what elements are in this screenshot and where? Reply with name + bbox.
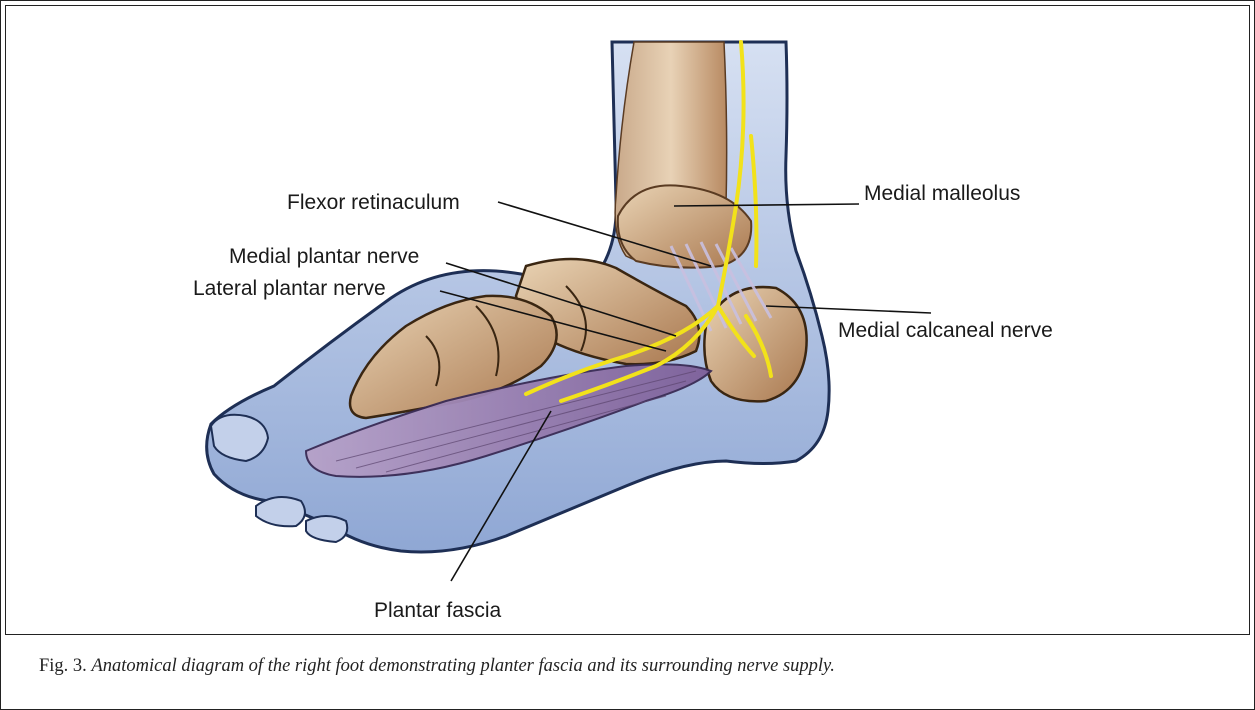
caption-text: Anatomical diagram of the right foot dem… (91, 656, 834, 676)
label-medial-calcaneal-nerve: Medial calcaneal nerve (838, 320, 1053, 341)
figure-caption: Fig. 3. Anatomical diagram of the right … (39, 656, 835, 677)
label-plantar-fascia: Plantar fascia (374, 600, 501, 621)
figure-panel: Flexor retinaculum Medial malleolus Medi… (5, 5, 1250, 635)
label-medial-malleolus: Medial malleolus (864, 183, 1020, 204)
label-flexor-retinaculum: Flexor retinaculum (287, 192, 460, 213)
label-lateral-plantar-nerve: Lateral plantar nerve (193, 278, 386, 299)
caption-prefix: Fig. 3. (39, 656, 87, 676)
label-medial-plantar-nerve: Medial plantar nerve (229, 246, 419, 267)
foot-anatomy-illustration (6, 6, 1251, 636)
